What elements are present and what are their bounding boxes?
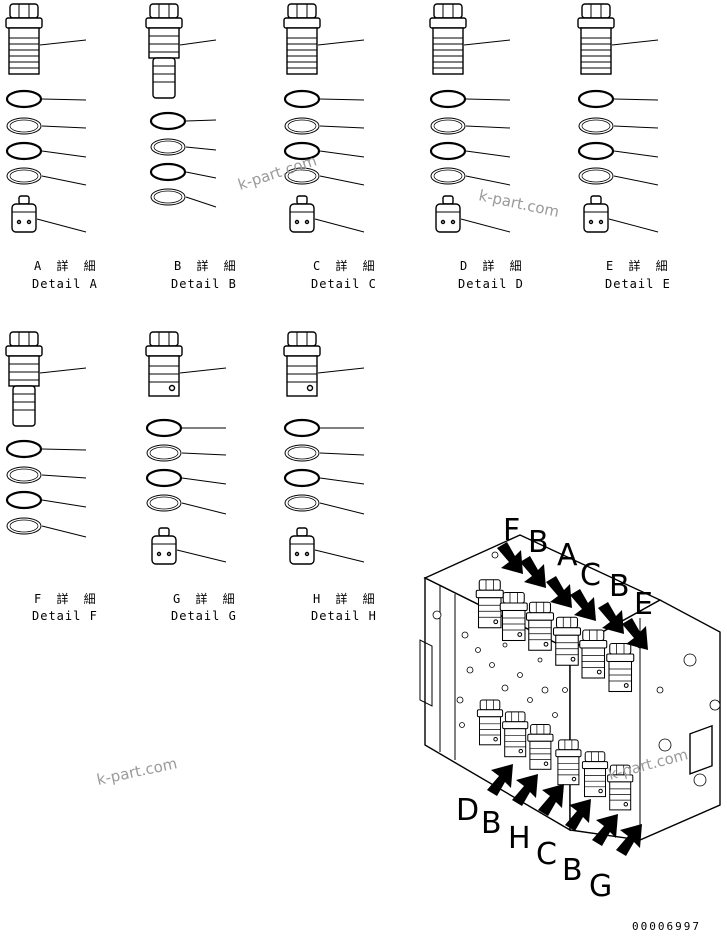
watermark-3: k-part.com — [95, 754, 179, 789]
bottom-view-letters: D B H C B G — [456, 793, 612, 904]
caption-en-d: Detail D — [458, 277, 524, 291]
caption-en-b: Detail B — [171, 277, 237, 291]
detail-captions: A 詳 細 Detail A B 詳 細 Detail B C 詳 細 Deta… — [32, 258, 672, 623]
caption-ja-a: A 詳 細 — [34, 258, 100, 273]
caption-ja-f: F 詳 細 — [34, 591, 100, 606]
caption-ja-h: H 詳 細 — [313, 591, 379, 606]
caption-en-e: Detail E — [605, 277, 671, 291]
detail-f — [5, 331, 87, 538]
top-view-letters: F B A C B E — [503, 513, 653, 622]
caption-en-f: Detail F — [32, 609, 98, 623]
caption-ja-e: E 詳 細 — [606, 258, 672, 273]
letter-bottom-3: H — [508, 821, 531, 856]
caption-ja-c: C 詳 細 — [313, 258, 379, 273]
caption-en-h: Detail H — [311, 609, 377, 623]
caption-ja-g: G 詳 細 — [173, 591, 239, 606]
letter-bottom-1: D — [456, 793, 479, 828]
detail-b — [145, 3, 217, 208]
letter-bottom-4: C — [536, 837, 557, 872]
letter-bottom-6: G — [589, 869, 612, 904]
control-valve-assembly — [419, 534, 721, 856]
drawing-code: 00006997 — [632, 920, 701, 933]
letter-top-1: F — [503, 513, 520, 548]
detail-a — [5, 3, 87, 233]
detail-e — [577, 3, 659, 233]
letter-top-4: C — [580, 558, 601, 593]
detail-g — [145, 331, 227, 565]
caption-en-c: Detail C — [311, 277, 377, 291]
letter-top-2: B — [528, 525, 549, 560]
detail-d — [429, 3, 511, 233]
detail-h — [283, 331, 365, 565]
watermark-2: k-part.com — [477, 186, 561, 221]
letter-bottom-2: B — [481, 806, 502, 841]
watermark-1: k-part.com — [236, 151, 319, 193]
letter-top-3: A — [557, 538, 578, 573]
letter-bottom-5: B — [562, 853, 583, 888]
caption-ja-b: B 詳 細 — [174, 258, 240, 273]
caption-en-a: Detail A — [32, 277, 98, 291]
detail-c — [283, 3, 365, 233]
caption-ja-d: D 詳 細 — [460, 258, 526, 273]
caption-en-g: Detail G — [171, 609, 237, 623]
letter-top-6: E — [634, 587, 653, 622]
letter-top-5: B — [609, 569, 630, 604]
